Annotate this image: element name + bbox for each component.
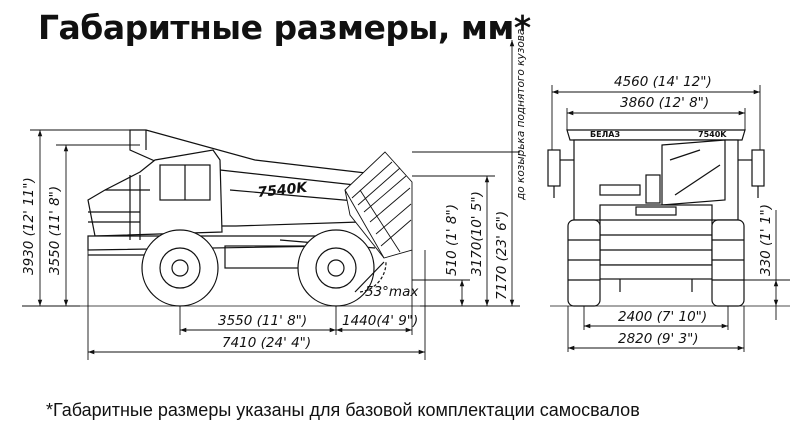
front-brand-label: БЕЛАЗ: [590, 130, 620, 139]
dim-rear-overhang: 1440(4' 9"): [342, 313, 418, 329]
dim-raised-body-note: до козырька поднятого кузова: [515, 29, 527, 201]
dim-clearance-right: 330 (1' 1"): [758, 204, 774, 276]
front-view: [547, 129, 790, 307]
front-wheel: [141, 229, 219, 307]
left-tire: [567, 219, 601, 307]
dim-cab-height: 3550 (11' 8"): [47, 186, 63, 275]
front-body: [566, 129, 746, 141]
front-dimensions: [551, 85, 790, 352]
dim-front-track: 2400 (7' 10"): [618, 309, 707, 325]
dim-body-width: 3860 (12' 8"): [620, 95, 709, 111]
front-model-label: 7540K: [698, 130, 727, 139]
side-dimensions: [22, 40, 520, 360]
side-model-label: 7540K: [257, 180, 309, 201]
right-tire: [711, 219, 745, 307]
dim-overall-length: 7410 (24' 4"): [222, 335, 311, 351]
cab: [87, 149, 223, 237]
dim-raised-body-height: 7170 (23' 6"): [494, 211, 510, 300]
dim-dump-angle: 53°max: [365, 284, 419, 300]
page-title: Габаритные размеры, мм*: [38, 8, 531, 47]
dim-overall-height: 3930 (12' 11"): [21, 177, 37, 275]
dim-width-at-tires: 2820 (9' 3"): [618, 331, 699, 347]
footnote: *Габаритные размеры указаны для базовой …: [46, 400, 640, 420]
dim-wheelbase: 3550 (11' 8"): [218, 313, 307, 329]
side-view: [60, 129, 425, 307]
dim-clearance-rear: 510 (1' 8"): [444, 204, 460, 276]
dim-overall-width: 4560 (14' 12"): [614, 74, 712, 90]
dim-body-height: 3170(10' 5"): [469, 191, 485, 276]
rear-wheel: [297, 229, 375, 307]
raised-body: [344, 151, 413, 259]
